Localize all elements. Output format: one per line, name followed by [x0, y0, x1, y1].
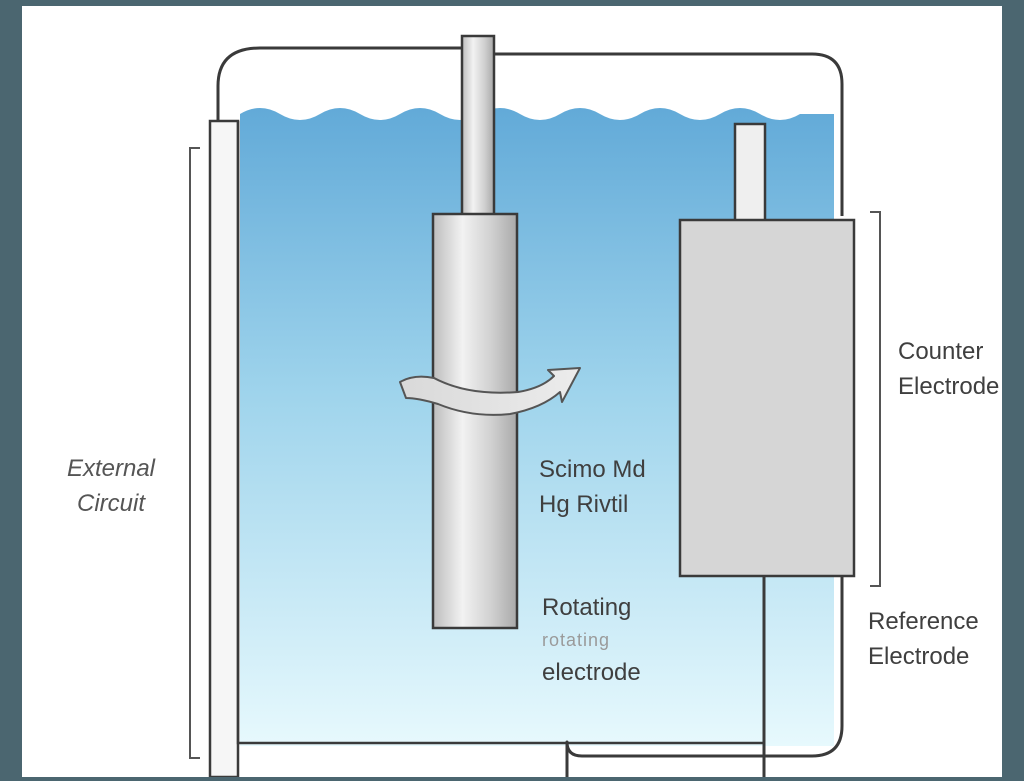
reference-electrode-label: Reference Electrode [868, 604, 1002, 674]
rotating-electrode [431, 34, 519, 630]
counter-electrode-line-2: Electrode [898, 373, 1000, 400]
counter-electrode-bracket [870, 211, 881, 587]
reference-electrode-line-2: Electrode [868, 643, 970, 670]
center-text-line-1: Scimo Md [539, 456, 646, 483]
external-circuit-line-1: External [66, 455, 156, 482]
rotating-faint-text: rotating [542, 630, 611, 650]
center-text-label: Scimo Md Hg Rivtil [539, 452, 679, 522]
counter-electrode-label: Counter Electrode [898, 334, 1002, 404]
external-circuit-label: External Circuit [56, 451, 166, 521]
external-circuit-bracket [189, 147, 200, 759]
beaker [208, 119, 764, 777]
rotating-electrode-line-2: electrode [542, 659, 641, 686]
external-circuit-line-2: Circuit [76, 490, 145, 517]
diagram-canvas: External Circuit Counter Electrode Scimo… [22, 6, 1002, 777]
curved-arrow-icon [399, 367, 581, 416]
counter-electrode [678, 122, 856, 578]
center-text-line-2: Hg Rivtil [539, 491, 629, 518]
electrochemical-cell-diagram [189, 34, 881, 777]
reference-electrode-line-1: Reference [868, 608, 979, 635]
rotating-electrode-line-1: Rotating [542, 594, 632, 621]
external-circuit-wire [216, 46, 844, 777]
rotating-electrode-label: Rotating rotating electrode [542, 590, 641, 690]
counter-electrode-line-1: Counter [898, 338, 984, 365]
